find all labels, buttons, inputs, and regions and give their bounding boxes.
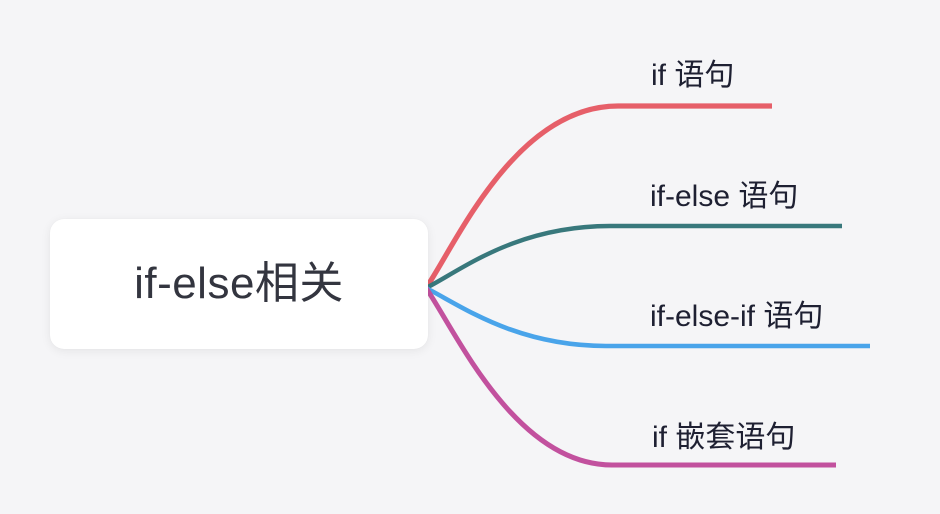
branch-node-if-else-if[interactable]: if-else-if 语句 — [650, 300, 824, 333]
branch-node-if-else[interactable]: if-else 语句 — [650, 180, 799, 213]
branch-curve — [423, 286, 836, 468]
branch-curve — [425, 223, 842, 290]
branch-node-if[interactable]: if 语句 — [651, 59, 735, 92]
branch-curve — [423, 103, 772, 290]
branch-node-if-nested[interactable]: if 嵌套语句 — [652, 421, 796, 454]
branch-curve — [424, 285, 870, 349]
root-node[interactable]: if-else相关 — [50, 219, 428, 349]
root-node-label: if-else相关 — [134, 258, 344, 308]
